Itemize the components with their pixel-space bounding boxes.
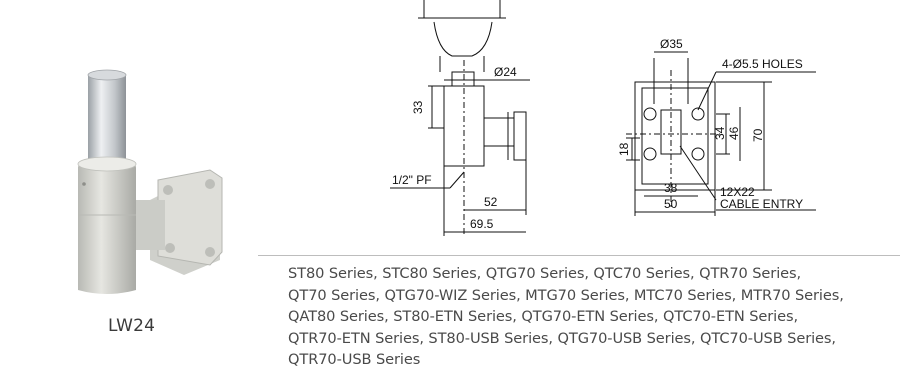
cable-entry-label: CABLE ENTRY bbox=[720, 197, 803, 211]
dim-front-diameter: Ø35 bbox=[660, 37, 683, 51]
dim-front-70: 70 bbox=[751, 128, 765, 142]
dim-front-50: 50 bbox=[664, 197, 678, 211]
dim-front-46: 46 bbox=[727, 126, 741, 140]
compatible-series-list: ST80 Series, STC80 Series, QTG70 Series,… bbox=[288, 263, 888, 371]
cable-entry-size: 12X22 bbox=[720, 185, 755, 199]
dim-front-38: 38 bbox=[664, 181, 678, 195]
dim-thread: 1/2" PF bbox=[392, 173, 432, 187]
dim-side-height: 33 bbox=[411, 100, 425, 114]
compatible-series-line: QTR70-USB Series bbox=[288, 351, 421, 369]
model-label: LW24 bbox=[108, 316, 156, 336]
dim-side-69-5: 69.5 bbox=[470, 217, 494, 231]
compatible-series-line: QT70 Series, QTG70-WIZ Series, MTG70 Ser… bbox=[288, 286, 844, 304]
product-photo bbox=[77, 69, 223, 294]
compatible-series-line: ST80 Series, STC80 Series, QTG70 Series,… bbox=[288, 265, 802, 282]
section-divider bbox=[258, 255, 900, 256]
dim-side-diameter: Ø24 bbox=[494, 65, 517, 79]
dim-holes-label: 4-Ø5.5 HOLES bbox=[722, 57, 803, 71]
compatible-series-line: QAT80 Series, ST80-ETN Series, QTG70-ETN… bbox=[288, 308, 799, 326]
dim-front-34: 34 bbox=[713, 126, 727, 140]
compatible-series-line: QTR70-ETN Series, ST80-USB Series, QTG70… bbox=[288, 329, 836, 347]
dim-side-52: 52 bbox=[484, 195, 498, 209]
dimension-drawing: Ø24 33 1/2" PF 52 69.5 Ø35 4-Ø5.5 HOLES … bbox=[390, 0, 816, 236]
dim-front-18: 18 bbox=[617, 142, 631, 156]
